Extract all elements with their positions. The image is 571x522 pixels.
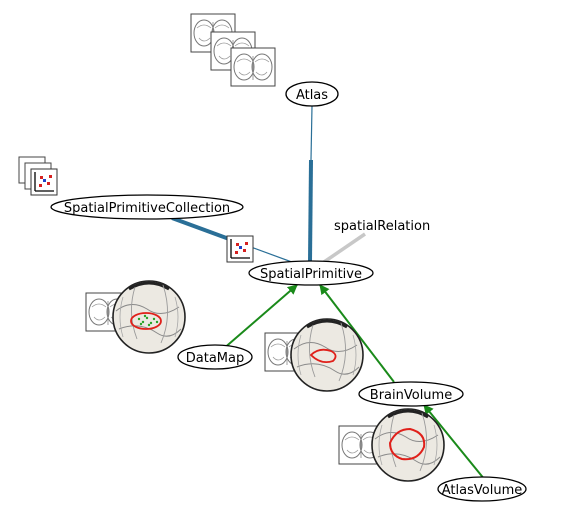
node-spatial-primitive[interactable]: SpatialPrimitive: [248, 260, 374, 286]
node-spatial-primitive-collection-label: SpatialPrimitiveCollection: [64, 201, 230, 216]
node-data-map[interactable]: DataMap: [177, 344, 253, 370]
node-brain-volume[interactable]: BrainVolume: [358, 381, 464, 407]
node-spatial-primitive-label: SpatialPrimitive: [260, 267, 362, 282]
edge-brainvolume-spatialprimitive: [319, 284, 395, 383]
node-atlas[interactable]: Atlas: [285, 81, 339, 107]
edge-atlasvolume-brainvolume: [423, 404, 486, 481]
brainvolume-globe-icon: [264, 317, 365, 393]
edge-atlas-spatialprimitive-thick: [308, 159, 313, 263]
edge-atlas-spatialprimitive-thin: [310, 105, 313, 161]
node-atlas-label: Atlas: [296, 88, 328, 103]
datamap-globe-icon: [85, 279, 187, 355]
node-data-map-label: DataMap: [186, 351, 244, 366]
node-atlas-volume[interactable]: AtlasVolume: [437, 476, 527, 502]
edge-spatialrelation: [323, 232, 366, 264]
scatter-plot-stack-icon: [18, 156, 58, 196]
atlas-slices-icon: [190, 13, 276, 87]
edge-datamap-spatialprimitive: [221, 284, 298, 351]
edge-label-spatial-relation: spatialRelation: [334, 219, 430, 234]
node-spatial-primitive-collection[interactable]: SpatialPrimitiveCollection: [50, 194, 244, 220]
atlasvolume-globe-icon: [338, 407, 446, 483]
scatter-plot-icon: [226, 235, 254, 263]
node-atlas-volume-label: AtlasVolume: [442, 483, 522, 498]
node-brain-volume-label: BrainVolume: [370, 388, 452, 403]
